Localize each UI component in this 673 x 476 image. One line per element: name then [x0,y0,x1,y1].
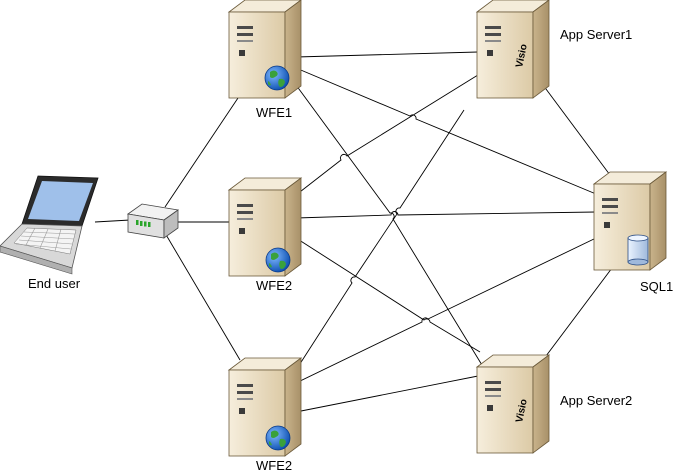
wfe1-label: WFE1 [256,105,293,120]
end-user-label: End user [28,276,81,291]
link-wfe1-sql1 [295,67,597,195]
app-server1-icon: Visio [476,0,550,99]
wfe2-label: WFE2 [256,278,293,293]
sql1-server-icon [593,171,667,271]
link-app1-sql1 [542,84,611,176]
app-server2-badge: Visio [514,398,530,423]
link-wfe2-sql1 [295,211,597,219]
app-server2-label: App Server2 [560,393,633,408]
app-server1-badge: Visio [514,43,530,68]
database-icon [627,234,649,266]
link-switch-wfe1 [164,94,241,208]
link-wfe2-app2 [295,237,481,353]
wfe2-server-icon [228,177,302,277]
link-wfe2b-app1 [295,109,465,371]
wfe2-bottom-label: WFE2 [256,458,293,473]
link-wfe2b-sql1 [295,237,597,384]
link-app2-sql1 [542,267,613,361]
app-server2-icon: Visio [476,354,550,454]
link-wfe1-app2 [295,84,486,371]
end-user-laptop-icon [0,175,99,275]
connection-lines [94,51,613,413]
link-wfe1-app1 [295,51,479,58]
link-enduser-switch [94,219,131,223]
wfe2-bottom-server-icon [228,357,302,457]
link-wfe2-app1 [295,69,487,196]
network-switch-icon [126,203,180,239]
link-wfe2b-app2 [295,375,479,413]
sql1-label: SQL1 [640,279,673,294]
app-server1-label: App Server1 [560,27,633,42]
link-switch-wfe2-bottom [164,232,241,361]
wfe1-server-icon [228,0,302,99]
